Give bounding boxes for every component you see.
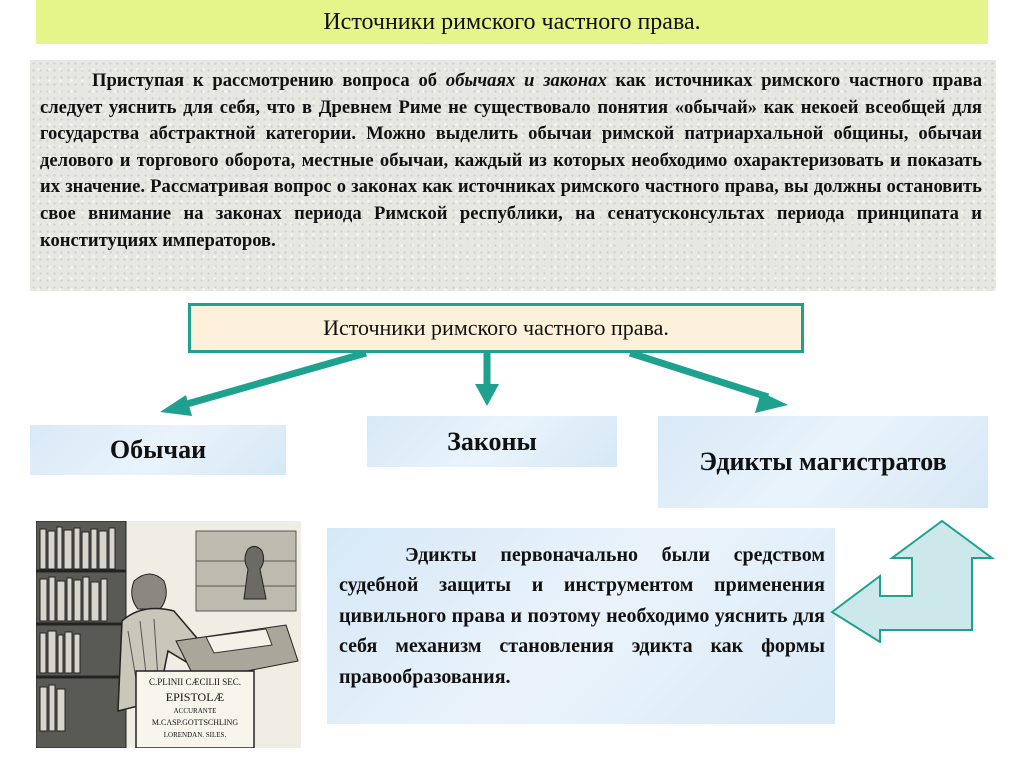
book-line-2: EPISTOLÆ bbox=[166, 690, 225, 704]
book-line-3: ACCURANTE bbox=[174, 707, 217, 715]
edicts-note: Эдикты первоначально были средством суде… bbox=[327, 528, 835, 724]
edicts-note-text: Эдикты первоначально были средством суде… bbox=[339, 544, 825, 688]
diagram-root-box: Источники римского частного права. bbox=[188, 303, 804, 353]
arrow-to-edicts bbox=[628, 349, 770, 401]
book-line-1: C.PLINII CÆCILII SEC. bbox=[149, 677, 241, 687]
intro-text-start: Приступая к рассмотрению вопроса об bbox=[92, 70, 446, 91]
intro-text-emphasis: обычаях и законах bbox=[445, 70, 607, 91]
category-laws: Законы bbox=[367, 416, 617, 467]
scholar-engraving-image: C.PLINII CÆCILII SEC. EPISTOLÆ ACCURANTE… bbox=[36, 521, 301, 748]
arrowhead-laws bbox=[475, 384, 499, 406]
intro-text-rest: как источниках римского частного права с… bbox=[40, 70, 982, 251]
category-magistrate-edicts: Эдикты магистратов bbox=[658, 416, 988, 508]
book-line-4: M.CASP.GOTTSCHLING bbox=[152, 718, 238, 727]
book-line-5: LORENDAN. SILES. bbox=[164, 731, 227, 739]
bent-arrow-icon bbox=[830, 519, 996, 643]
arrowhead-edicts bbox=[755, 392, 788, 413]
page-title: Источники римского частного права. bbox=[36, 0, 988, 44]
arrow-to-customs bbox=[179, 349, 367, 410]
category-customs: Обычаи bbox=[30, 425, 286, 475]
arrowhead-customs bbox=[160, 395, 192, 416]
intro-paragraph: Приступая к рассмотрению вопроса об обыч… bbox=[30, 60, 996, 291]
